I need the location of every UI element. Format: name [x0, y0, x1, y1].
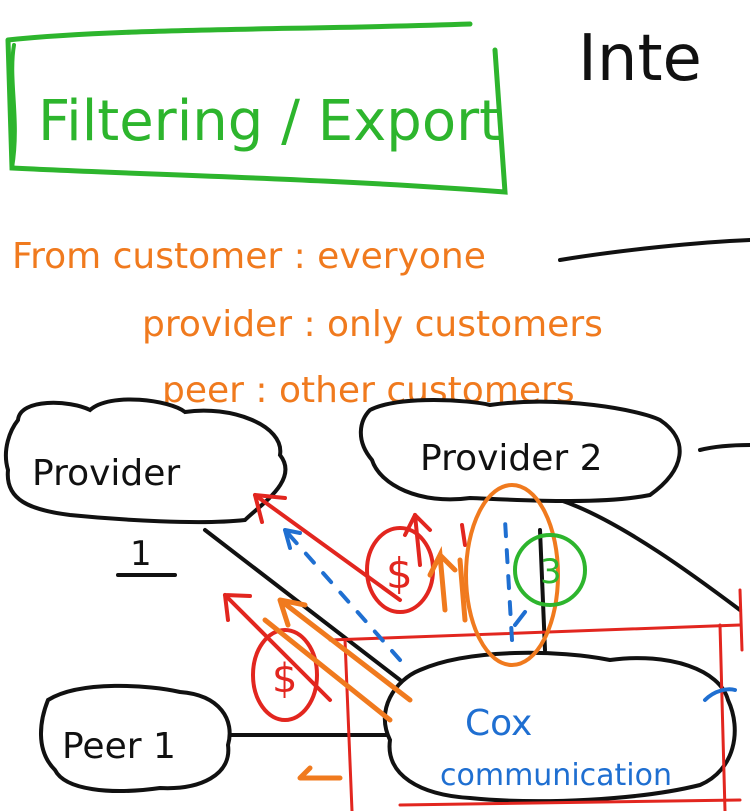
provider1-node: Provider 1	[3, 397, 288, 577]
peer1-label: Peer 1	[62, 726, 176, 767]
provider2-label: Provider 2	[420, 438, 603, 479]
dollar-sign-lower: $	[272, 656, 297, 702]
blue-dashed-arrows	[283, 518, 514, 662]
rule-from-customer: From customer : everyone	[12, 236, 486, 277]
orange-arrows	[262, 546, 468, 781]
cox-label-line1: Cox	[465, 703, 532, 744]
red-arrows	[223, 493, 467, 702]
rule-provider: provider : only customers	[142, 304, 603, 345]
export-rules: From customer : everyone provider : only…	[12, 236, 603, 411]
provider1-number: 1	[130, 534, 152, 574]
dollar-sign-upper: $	[386, 549, 413, 598]
title-text: Filtering / Export	[38, 89, 501, 154]
green-circle: 3	[513, 533, 587, 607]
dollar-circle-lower: $	[251, 628, 319, 722]
peer1-node: Peer 1	[39, 683, 232, 793]
provider1-label: Provider	[32, 453, 180, 494]
cox-label-line2: communication	[440, 758, 672, 793]
blue-arrow-heads	[283, 528, 737, 702]
provider2-node: Provider 2	[358, 398, 682, 504]
green-circle-number: 3	[540, 552, 562, 592]
cox-node: Cox communication	[382, 650, 737, 804]
partial-heading: Inte	[578, 22, 702, 96]
orange-ellipse	[464, 483, 560, 667]
red-annotations	[328, 588, 744, 811]
title-box: Filtering / Export	[5, 21, 508, 195]
